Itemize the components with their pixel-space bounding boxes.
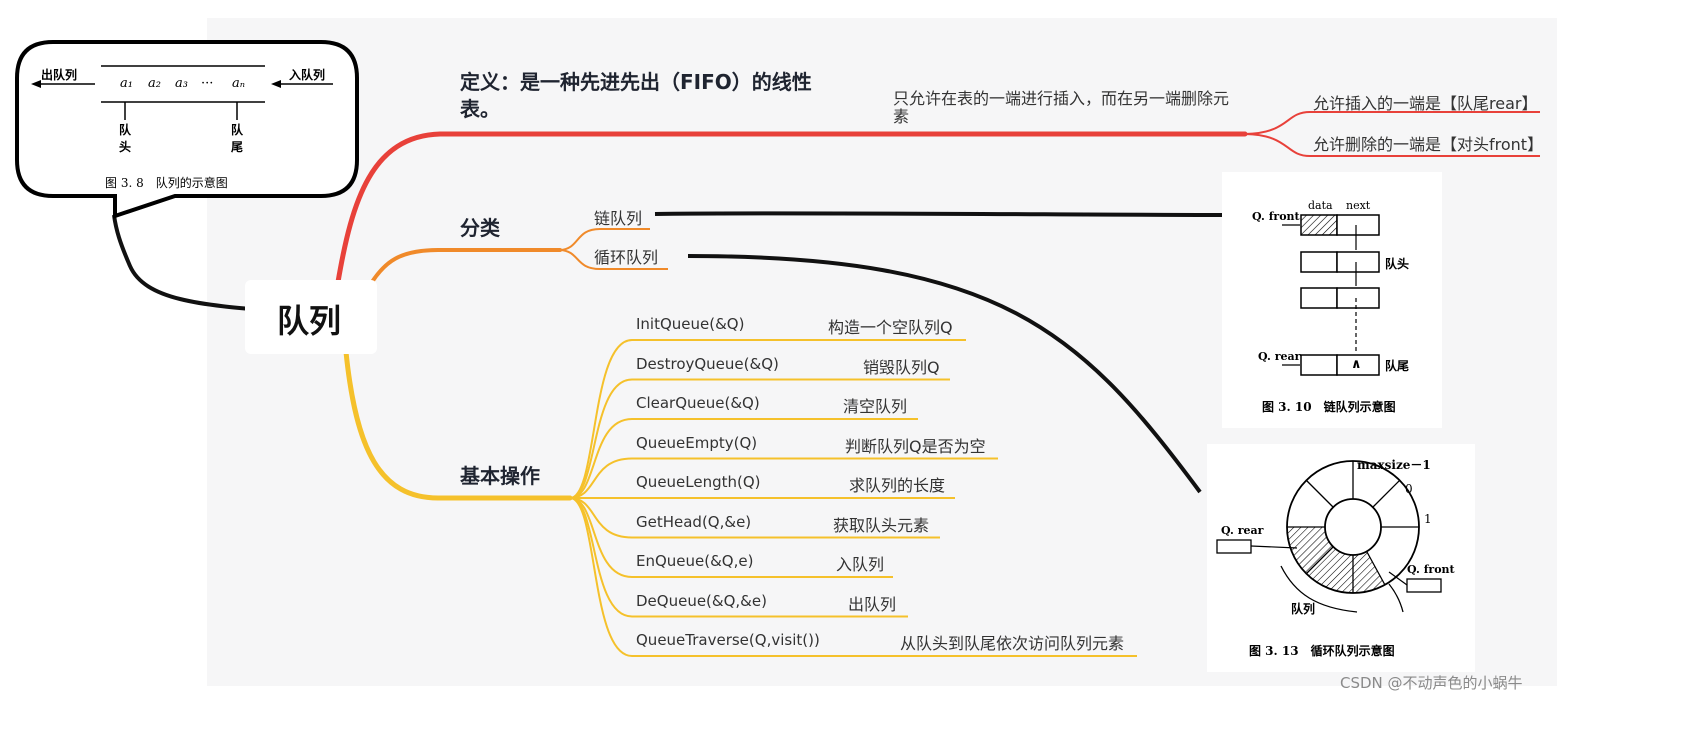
operation-lines bbox=[569, 339, 1137, 657]
root-node[interactable] bbox=[245, 280, 377, 354]
figure-circular-queue: maxsize－1 0 1 Q. rear Q. front 队列 图 3. 1… bbox=[1207, 444, 1475, 672]
definition-label[interactable]: 定义：是一种先进先出（FIFO）的线性表。 bbox=[460, 70, 812, 121]
figure-linked-queue: data next Q. front 队头 Q. rear ∧ 队尾 图 3. … bbox=[1222, 172, 1442, 428]
circular-one-label: 1 bbox=[1424, 512, 1432, 526]
operation-name[interactable]: GetHead(Q,&e) bbox=[636, 512, 752, 531]
queue-head-label: 队头 bbox=[119, 123, 132, 154]
linked-caption: 图 3. 10 链队列示意图 bbox=[1262, 400, 1396, 414]
callout-bubble bbox=[15, 40, 359, 219]
operation-desc[interactable]: 获取队头元素 bbox=[833, 515, 930, 535]
branch-line-circular bbox=[559, 249, 668, 270]
linked-head-label: 队头 bbox=[1385, 257, 1410, 271]
queue-element-1: a₁ bbox=[120, 76, 133, 91]
operation-line bbox=[569, 339, 966, 499]
branch-line-leaf-2 bbox=[1244, 133, 1540, 157]
operation-name[interactable]: QueueTraverse(Q,visit()) bbox=[636, 631, 820, 649]
branch-line-definition bbox=[335, 131, 1248, 285]
circular-rear-label: Q. rear bbox=[1221, 524, 1264, 537]
queue-element-n: aₙ bbox=[232, 76, 246, 91]
queue-caption: 图 3. 8 队列的示意图 bbox=[105, 176, 228, 190]
figure-queue: 出队列 入队列 a₁ a₂ a₃ ··· aₙ 队头 队尾 图 3. 8 队列的… bbox=[15, 40, 360, 219]
link-linked-figure bbox=[654, 211, 1227, 217]
branch-line-classification bbox=[370, 248, 562, 284]
operation-name[interactable]: ClearQueue(&Q) bbox=[636, 394, 760, 412]
operation-name[interactable]: DestroyQueue(&Q) bbox=[636, 354, 779, 373]
linked-tail-label: 队尾 bbox=[1385, 359, 1410, 373]
classification-item-linked[interactable]: 链队列 bbox=[594, 209, 643, 228]
circular-queue-label: 队列 bbox=[1291, 602, 1316, 616]
operation-desc[interactable]: 从队头到队尾依次访问队列元素 bbox=[900, 634, 1125, 653]
operations-label[interactable]: 基本操作 bbox=[460, 464, 540, 488]
operation-desc[interactable]: 入队列 bbox=[836, 555, 885, 574]
circular-front-label: Q. front bbox=[1407, 563, 1455, 576]
operation-desc[interactable]: 构造一个空队列Q bbox=[828, 318, 953, 337]
circular-maxsize-label: maxsize－1 bbox=[1357, 458, 1431, 472]
branch-line-linked bbox=[559, 228, 650, 251]
operation-line bbox=[569, 418, 918, 499]
definition-leaf-1[interactable]: 允许插入的一端是【队尾rear】 bbox=[1313, 94, 1538, 113]
link-queue-figure bbox=[112, 214, 276, 313]
operation-desc[interactable]: 判断队列Q是否为空 bbox=[845, 436, 986, 456]
definition-leaf-2[interactable]: 允许删除的一端是【对头front】 bbox=[1313, 135, 1544, 154]
operation-name[interactable]: QueueEmpty(Q) bbox=[636, 433, 758, 452]
link-circular-figure bbox=[687, 254, 1202, 494]
operation-name[interactable]: EnQueue(&Q,e) bbox=[636, 552, 754, 570]
operation-line bbox=[569, 378, 950, 499]
linked-data-label: data bbox=[1308, 199, 1333, 212]
branch-line-leaf-1 bbox=[1244, 111, 1540, 135]
operation-desc[interactable]: 清空队列 bbox=[843, 397, 908, 416]
operation-name[interactable]: DeQueue(&Q,&e) bbox=[636, 591, 767, 610]
linked-null-label: ∧ bbox=[1351, 357, 1362, 372]
operation-line bbox=[569, 497, 1137, 657]
queue-in-label: 入队列 bbox=[289, 68, 326, 82]
circular-zero-label: 0 bbox=[1405, 482, 1413, 496]
operation-desc[interactable]: 出队列 bbox=[848, 594, 897, 614]
circular-caption: 图 3. 13 循环队列示意图 bbox=[1249, 644, 1395, 658]
branch-line-operations bbox=[343, 349, 573, 501]
queue-out-label: 出队列 bbox=[41, 68, 78, 82]
operation-desc[interactable]: 销毁队列Q bbox=[863, 357, 940, 377]
classification-label[interactable]: 分类 bbox=[460, 216, 500, 240]
root-label: 队列 bbox=[277, 302, 342, 340]
queue-element-2: a₂ bbox=[148, 76, 161, 91]
operation-desc[interactable]: 求队列的长度 bbox=[849, 476, 946, 495]
classification-item-circular[interactable]: 循环队列 bbox=[594, 248, 659, 267]
definition-sub[interactable]: 只允许在表的一端进行插入，而在另一端删除元素 bbox=[893, 89, 1230, 126]
operation-line bbox=[569, 497, 940, 539]
linked-rear-label: Q. rear bbox=[1258, 350, 1301, 363]
operation-line bbox=[569, 457, 998, 499]
operation-name[interactable]: QueueLength(Q) bbox=[636, 473, 761, 491]
linked-front-label: Q. front bbox=[1252, 210, 1300, 223]
csdn-watermark: CSDN @不动声色的小蜗牛 bbox=[1340, 674, 1523, 692]
queue-element-3: a₃ bbox=[175, 76, 188, 91]
queue-tail-label: 队尾 bbox=[231, 123, 244, 154]
linked-next-label: next bbox=[1346, 199, 1371, 212]
queue-element-dots: ··· bbox=[201, 76, 214, 91]
operation-name[interactable]: InitQueue(&Q) bbox=[636, 315, 745, 333]
